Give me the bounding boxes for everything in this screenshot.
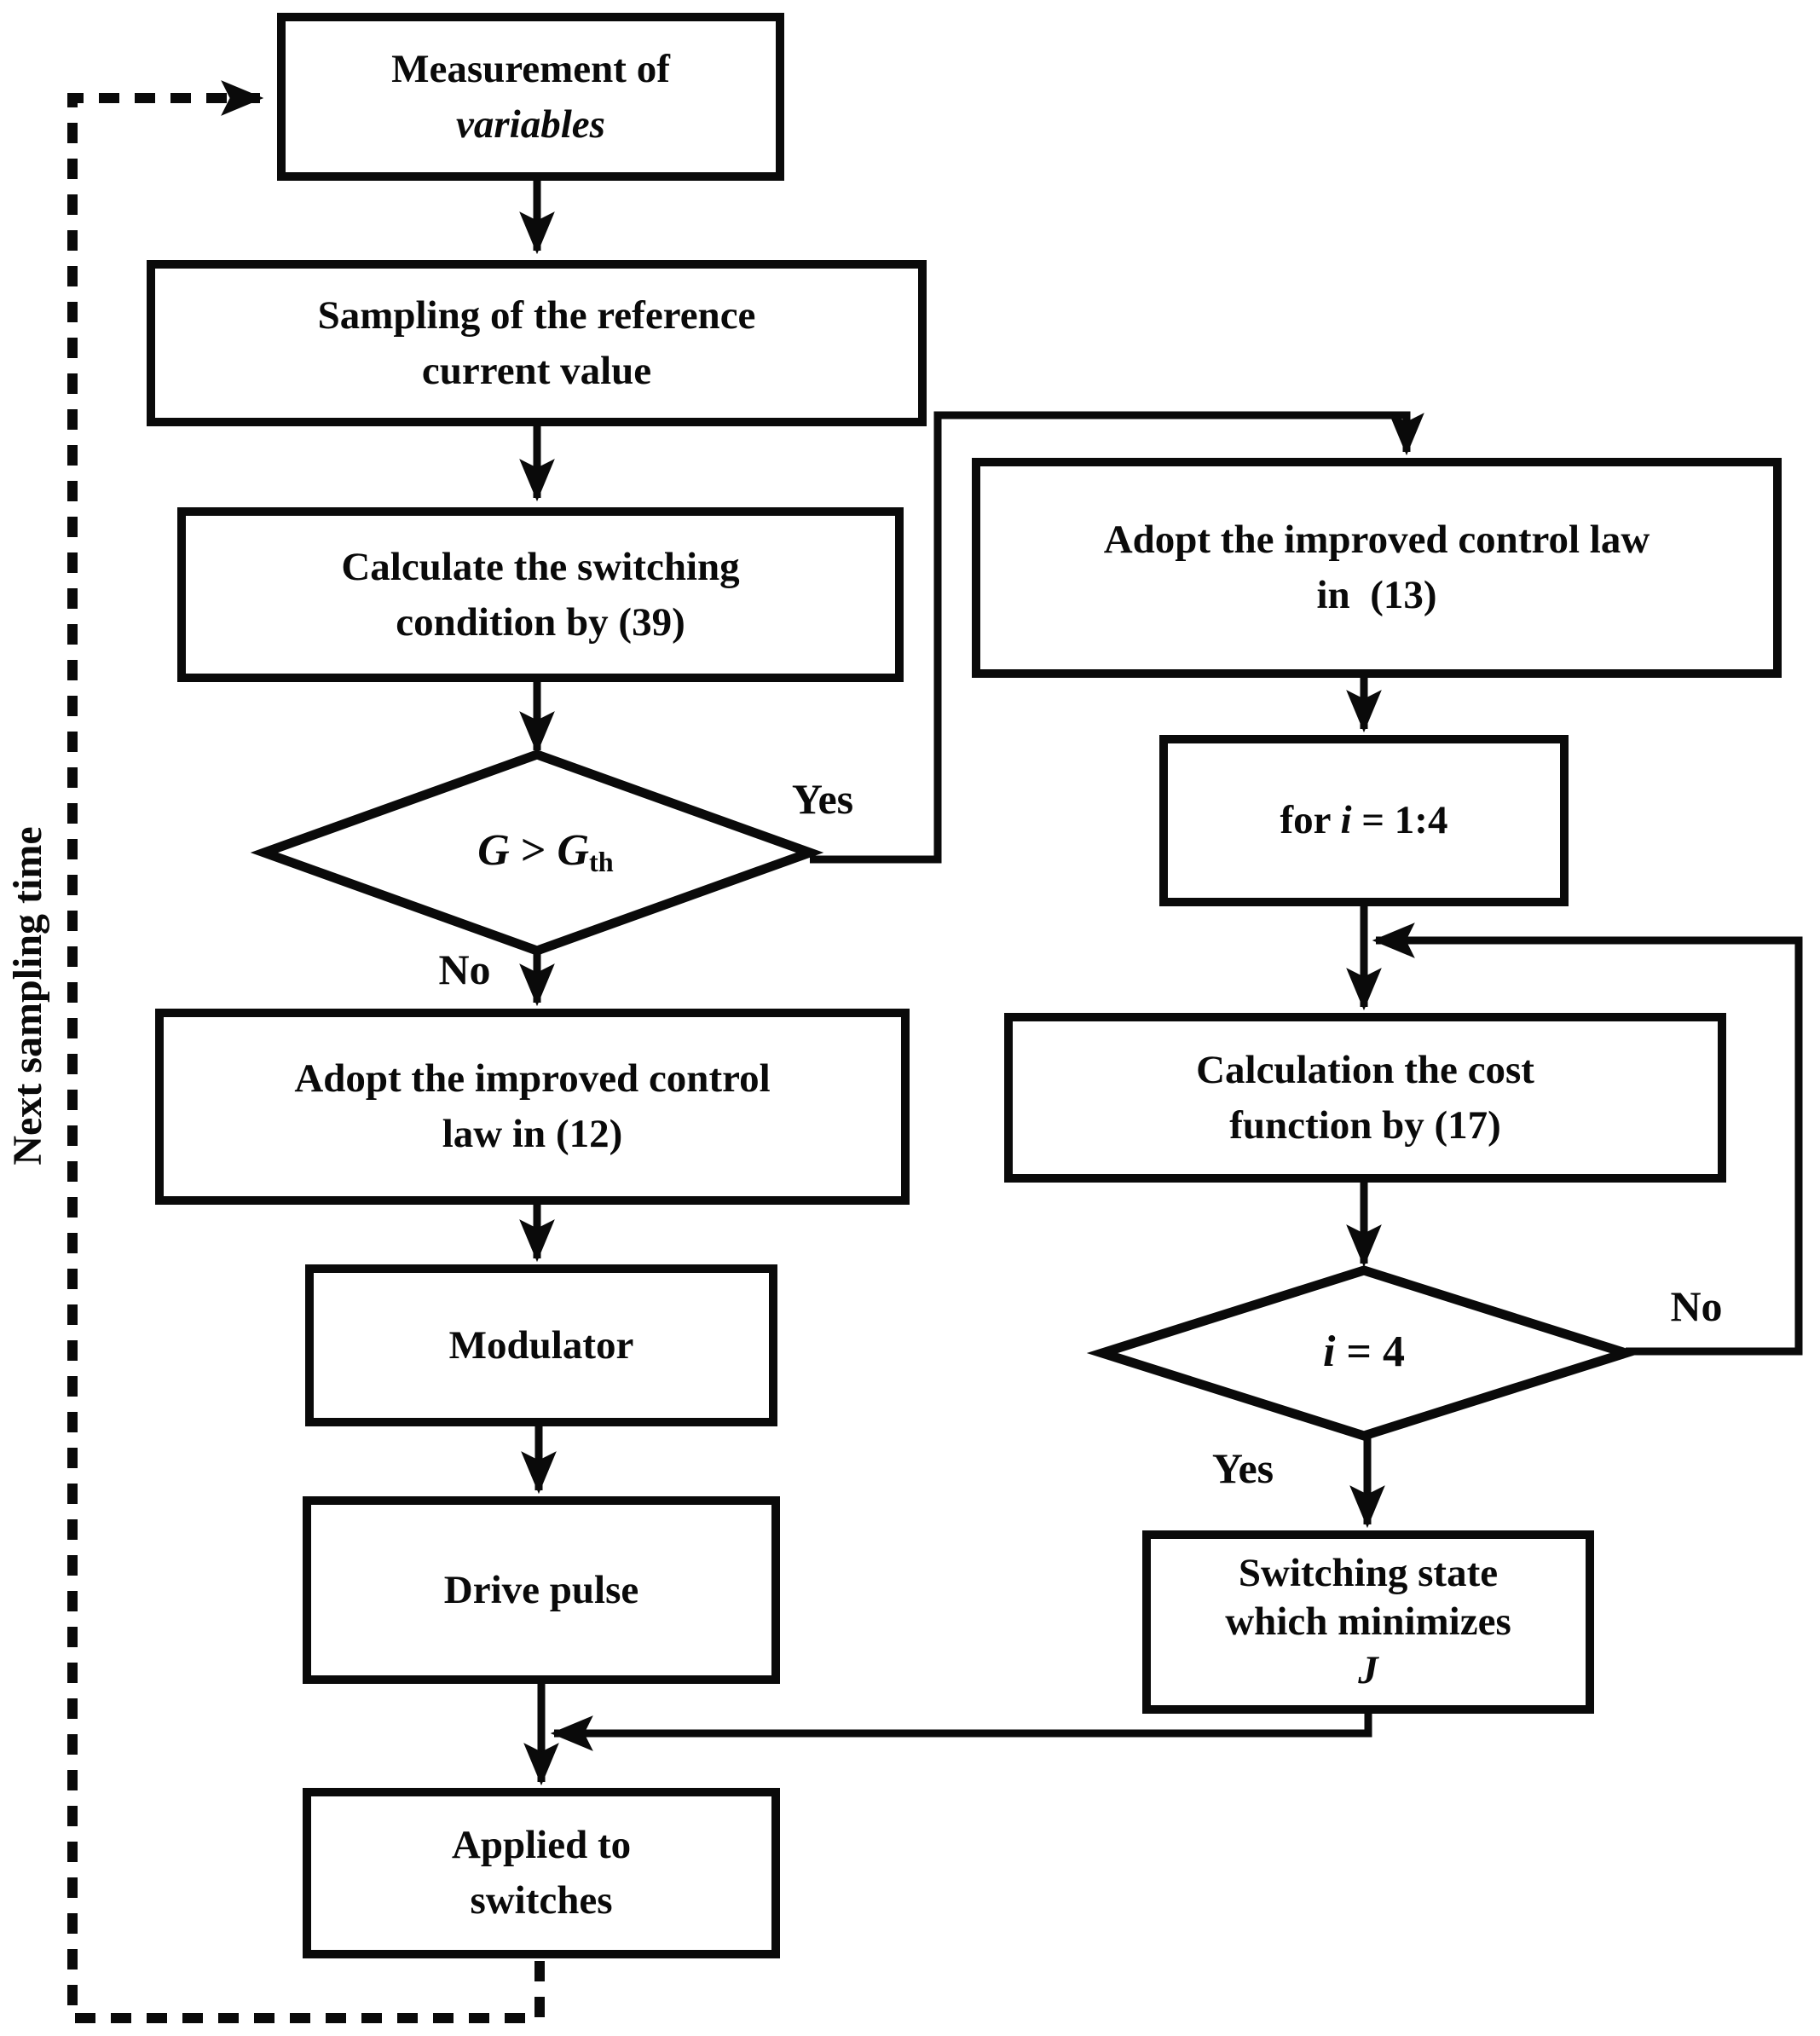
node-label-line: in (13) [1316, 573, 1437, 617]
node-drive-pulse: Drive pulse [303, 1496, 780, 1684]
node-label-line: Adopt the improved control [294, 1056, 771, 1102]
node-label-line: Switching state [1238, 1550, 1499, 1595]
edge-label-yes-2: Yes [1211, 1444, 1274, 1492]
node-label-line: Measurement of [391, 46, 670, 91]
next-sampling-time-label: Next sampling time [5, 826, 50, 1165]
decision-g-op: > [509, 826, 558, 875]
node-label-line: Applied to [451, 1823, 632, 1868]
decision-g-diamond [250, 749, 824, 956]
node-modulator: Modulator [305, 1264, 777, 1426]
node-label-line: for i = 1:4 [1280, 793, 1448, 848]
node-applied-to-switches: Applied to switches [303, 1788, 780, 1958]
node-calculate: Calculate the switching condition by (39… [177, 507, 904, 682]
node-label-line: switches [470, 1878, 613, 1923]
node-label-line: condition by (39) [396, 599, 685, 645]
node-label-line: current value [421, 348, 652, 393]
decision-g-var2: G [557, 826, 590, 875]
node-label-line: which minimizes [1225, 1599, 1511, 1644]
node-label-line: Calculate the switching [341, 544, 740, 589]
node-label-line: Adopt the improved control law [1103, 518, 1650, 563]
node-sampling: Sampling of the reference current value [147, 260, 927, 426]
edge-label-no-1: No [438, 946, 491, 993]
decision-i-var: i [1322, 1327, 1336, 1376]
decision-g-label: G > Gth [409, 825, 682, 878]
for-loop-var: i [1340, 798, 1352, 843]
node-label-line: Calculation the cost [1196, 1047, 1534, 1092]
node-adopt12: Adopt the improved control law in (12) [155, 1009, 910, 1205]
decision-g-var1: G [477, 826, 510, 875]
node-measurement: Measurement of variables [277, 13, 784, 181]
for-loop-pre: for [1280, 798, 1341, 843]
node-label-line: Sampling of the reference [317, 292, 756, 338]
decision-i-diamond [1086, 1265, 1642, 1441]
node-label-line: Drive pulse [443, 1567, 639, 1612]
arrow-yes-decision-g-to-adopt13 [810, 411, 1424, 864]
decision-g-subscript: th [589, 847, 614, 878]
node-switching-state: Switching state which minimizes J [1142, 1530, 1594, 1714]
node-label-line: J [1358, 1648, 1378, 1693]
decision-i-label: i = 4 [1236, 1327, 1492, 1377]
edge-label-yes-1: Yes [791, 775, 854, 823]
arrow-no-loop-decision-i [1372, 923, 1803, 1356]
node-label-line: function by (17) [1229, 1102, 1501, 1148]
node-calc-cost: Calculation the cost function by (17) [1004, 1013, 1726, 1183]
dashed-next-sampling-loop [67, 80, 545, 2023]
node-label-line: variables [456, 101, 605, 147]
for-loop-post: = 1:4 [1351, 798, 1448, 843]
arrow-switching-state-merge [550, 1714, 1372, 1751]
node-label-line: Modulator [448, 1322, 634, 1368]
node-label-line: law in (12) [442, 1112, 623, 1156]
decision-i-post: = 4 [1335, 1327, 1406, 1376]
node-adopt13: Adopt the improved control law in (13) [972, 458, 1782, 678]
node-for-loop: for i = 1:4 [1159, 735, 1569, 906]
edge-label-no-2: No [1670, 1282, 1723, 1330]
